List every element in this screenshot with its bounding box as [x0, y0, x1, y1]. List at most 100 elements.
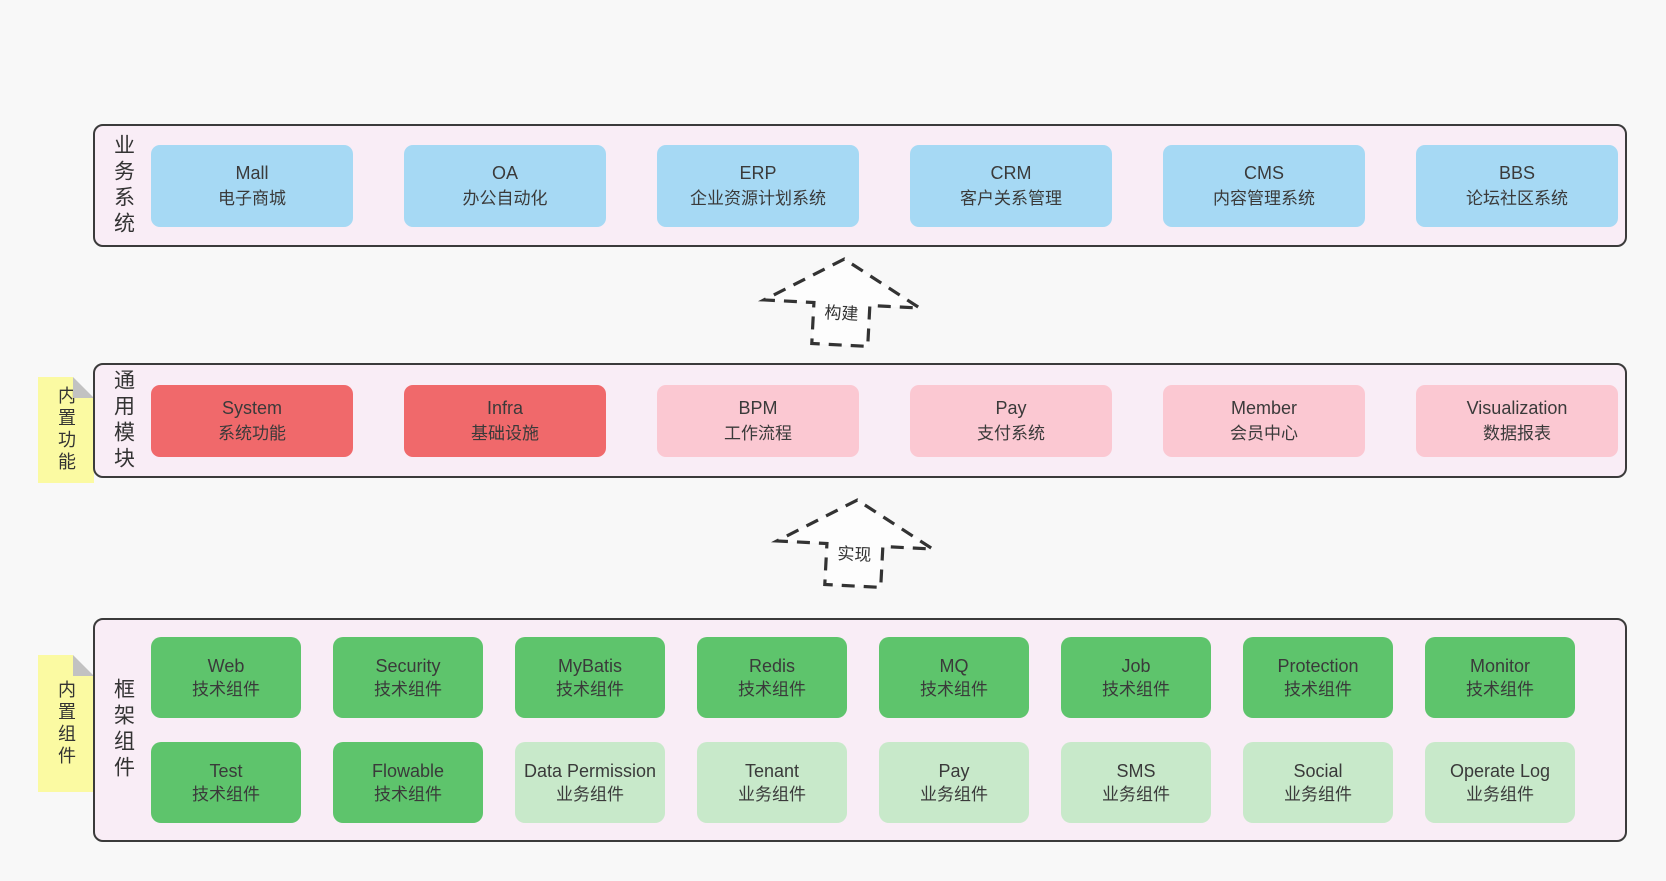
box-title: MQ [939, 655, 969, 676]
box-title: Visualization [1466, 397, 1568, 418]
box-title: System [221, 397, 282, 418]
box-data-permission: Data Permission 业务组件 [515, 742, 665, 823]
box-title: Web [207, 655, 245, 676]
box-system: System 系统功能 [151, 384, 353, 457]
box-social: Social 业务组件 [1243, 742, 1393, 823]
box-title: BBS [1498, 162, 1536, 183]
box-subtitle: 支付系统 [977, 423, 1045, 443]
box-monitor: Monitor 技术组件 [1425, 637, 1575, 718]
built-in-features-tab-label: 内置功能 [56, 386, 76, 474]
box-security: Security 技术组件 [333, 637, 483, 718]
box-subtitle: 电子商城 [218, 188, 286, 208]
box-title: Pay [995, 397, 1027, 418]
box-title: MyBatis [557, 655, 622, 676]
box-subtitle: 业务组件 [556, 784, 624, 804]
box-subtitle: 技术组件 [1102, 679, 1170, 699]
box-operate-log: Operate Log 业务组件 [1425, 742, 1575, 823]
box-visualization: Visualization 数据报表 [1416, 384, 1618, 457]
common-modules-boxes: System 系统功能 Infra 基础设施 BPM 工作流程 Pay 支付系统… [151, 384, 1618, 457]
box-subtitle: 技术组件 [374, 679, 442, 699]
box-bbs: BBS 论坛社区系统 [1416, 144, 1618, 227]
box-cms: CMS 内容管理系统 [1163, 144, 1365, 227]
box-title: Security [375, 655, 441, 676]
framework-row-2: Test 技术组件 Flowable 技术组件 Data Permission … [151, 742, 1575, 823]
box-title: Pay [938, 760, 970, 781]
box-title: BPM [738, 397, 778, 418]
box-sms: SMS 业务组件 [1061, 742, 1211, 823]
box-crm: CRM 客户关系管理 [910, 144, 1112, 227]
box-subtitle: 企业资源计划系统 [690, 188, 826, 208]
box-title: Infra [486, 397, 524, 418]
box-title: Job [1121, 655, 1151, 676]
box-subtitle: 业务组件 [1466, 784, 1534, 804]
box-subtitle: 技术组件 [374, 784, 442, 804]
common-modules-section: 通用模块 System 系统功能 Infra 基础设施 BPM 工作流程 Pay… [93, 363, 1627, 478]
box-title: Member [1230, 397, 1297, 418]
box-title: Tenant [744, 760, 800, 781]
implement-arrow-label: 实现 [831, 538, 878, 568]
box-subtitle: 客户关系管理 [960, 188, 1062, 208]
build-arrow: 构建 [750, 251, 935, 352]
framework-components-label: 框架组件 [111, 678, 135, 782]
box-title: Monitor [1469, 655, 1531, 676]
framework-components-grid: Web 技术组件 Security 技术组件 MyBatis 技术组件 Redi… [151, 637, 1575, 823]
box-protection: Protection 技术组件 [1243, 637, 1393, 718]
box-subtitle: 内容管理系统 [1213, 188, 1315, 208]
box-job: Job 技术组件 [1061, 637, 1211, 718]
box-subtitle: 技术组件 [192, 679, 260, 699]
box-title: CMS [1244, 162, 1284, 183]
box-oa: OA 办公自动化 [404, 144, 606, 227]
box-title: ERP [739, 162, 777, 183]
box-subtitle: 数据报表 [1483, 423, 1551, 443]
box-subtitle: 论坛社区系统 [1466, 188, 1568, 208]
box-subtitle: 系统功能 [218, 423, 286, 443]
box-subtitle: 办公自动化 [462, 188, 548, 208]
box-subtitle: 技术组件 [920, 679, 988, 699]
box-subtitle: 工作流程 [724, 423, 792, 443]
box-title: Flowable [371, 760, 445, 781]
box-pay-component: Pay 业务组件 [879, 742, 1029, 823]
box-subtitle: 业务组件 [738, 784, 806, 804]
box-mall: Mall 电子商城 [151, 144, 353, 227]
box-member: Member 会员中心 [1163, 384, 1365, 457]
box-title: Redis [748, 655, 796, 676]
box-subtitle: 技术组件 [1466, 679, 1534, 699]
box-title: CRM [990, 162, 1032, 183]
built-in-features-tab: 内置功能 [38, 377, 94, 483]
common-modules-label: 通用模块 [111, 368, 135, 473]
box-test: Test 技术组件 [151, 742, 301, 823]
common-modules-label-wrap: 通用模块 [95, 365, 151, 476]
box-mybatis: MyBatis 技术组件 [515, 637, 665, 718]
box-title: OA [491, 162, 518, 183]
box-subtitle: 业务组件 [1102, 784, 1170, 804]
built-in-components-tab: 内置组件 [38, 655, 94, 792]
box-subtitle: 会员中心 [1230, 423, 1298, 443]
box-title: Social [1293, 760, 1343, 781]
box-redis: Redis 技术组件 [697, 637, 847, 718]
business-systems-section: 业务系统 Mall 电子商城 OA 办公自动化 ERP 企业资源计划系统 CRM… [93, 124, 1627, 247]
business-systems-label-wrap: 业务系统 [95, 126, 151, 245]
box-bpm: BPM 工作流程 [657, 384, 859, 457]
box-subtitle: 技术组件 [556, 679, 624, 699]
box-erp: ERP 企业资源计划系统 [657, 144, 859, 227]
box-flowable: Flowable 技术组件 [333, 742, 483, 823]
box-title: Data Permission [523, 760, 657, 781]
box-tenant: Tenant 业务组件 [697, 742, 847, 823]
build-arrow-label: 构建 [818, 297, 865, 327]
implement-arrow: 实现 [763, 492, 948, 593]
business-systems-label: 业务系统 [111, 133, 135, 238]
business-systems-boxes: Mall 电子商城 OA 办公自动化 ERP 企业资源计划系统 CRM 客户关系… [151, 144, 1618, 227]
box-title: Protection [1277, 655, 1359, 676]
box-subtitle: 技术组件 [738, 679, 806, 699]
box-subtitle: 业务组件 [1284, 784, 1352, 804]
box-subtitle: 业务组件 [920, 784, 988, 804]
framework-row-1: Web 技术组件 Security 技术组件 MyBatis 技术组件 Redi… [151, 637, 1575, 718]
box-mq: MQ 技术组件 [879, 637, 1029, 718]
box-subtitle: 基础设施 [471, 423, 539, 443]
box-title: Operate Log [1449, 760, 1551, 781]
built-in-components-tab-label: 内置组件 [56, 679, 76, 768]
box-infra: Infra 基础设施 [404, 384, 606, 457]
box-title: SMS [1116, 760, 1156, 781]
box-title: Test [209, 760, 243, 781]
box-title: Mall [235, 162, 269, 183]
